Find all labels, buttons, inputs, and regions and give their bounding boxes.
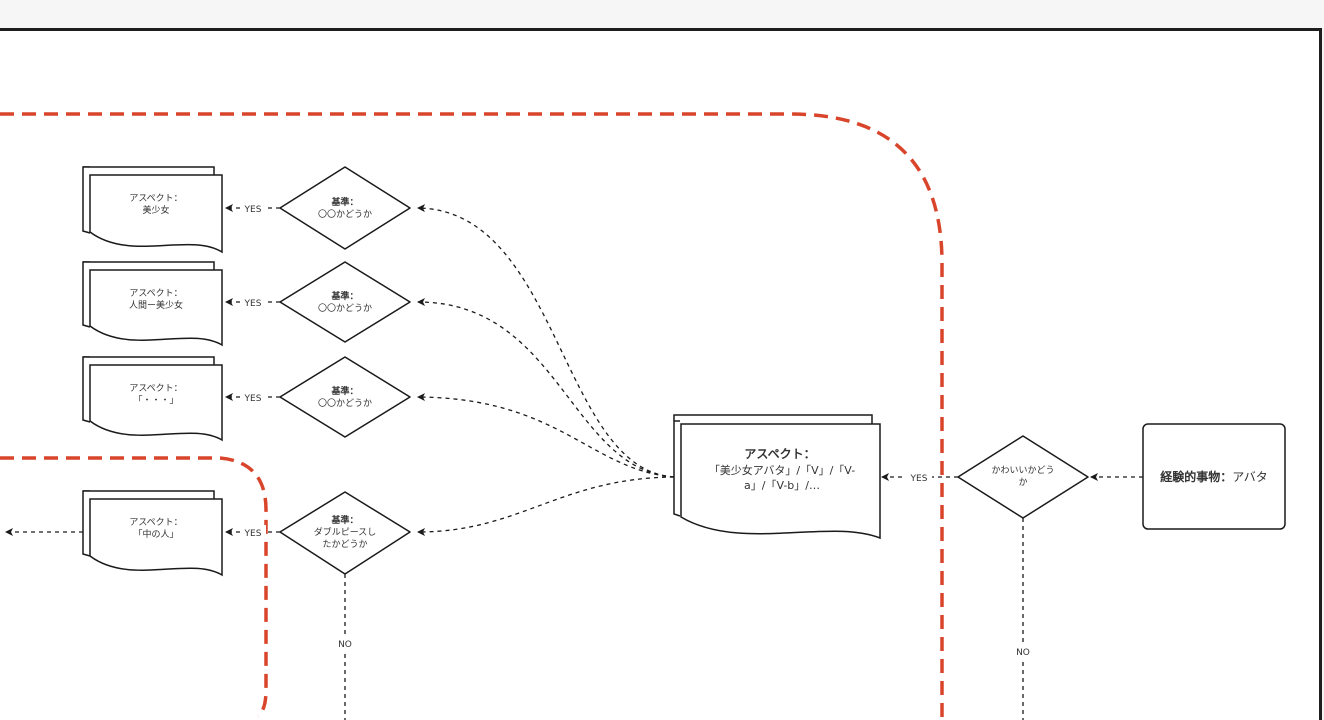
aspect-title: アスペクト： [129,517,182,528]
yes-label-main: YES [910,474,928,484]
aspect-document-2[interactable]: アスペクト： 人間ー美少女 [82,261,223,347]
aspect-main-document[interactable]: アスペクト： 「美少女アバタ」/「V」/「V- a」/「V-b」/… [673,414,881,540]
yes-arrows [225,204,280,536]
aspect-title: アスペクト： [129,193,182,204]
criterion-line1: ダブルピースし [314,526,377,538]
outer-boundary [0,112,944,720]
criterion-title: 基準： [330,290,358,302]
no-label-kawaii: NO [1016,648,1030,658]
top-bar [0,0,1324,28]
criterion-line1: 〇〇かどうか [318,209,372,220]
criterion-decision-3[interactable]: 基準： 〇〇かどうか [279,356,411,438]
yes-label-2: YES [244,299,262,309]
aspect-document-4[interactable]: アスペクト： 「中の人」 [82,490,223,577]
yes-label-4: YES [244,529,262,539]
aspect-main-line2: a」/「V-b」/… [744,479,820,492]
yes-label-3: YES [244,394,262,404]
aspect-title: アスペクト： [129,383,182,394]
aspect-title: アスペクト： [129,288,182,299]
svg-text:経験的事物：アバタ: 経験的事物：アバタ [1160,469,1268,484]
inner-boundary [0,456,268,718]
criterion-decision-4[interactable]: 基準： ダブルピースし たかどうか [279,491,411,575]
criterion-line2: たかどうか [322,539,367,550]
experience-box[interactable]: 経験的事物：アバタ [1142,423,1286,530]
experience-label-value: アバタ [1232,470,1268,484]
aspect-main-line1: 「美少女アバタ」/「V」/「V- [709,463,855,477]
aspect-value: 人間ー美少女 [129,299,183,311]
no-label-criterion: NO [338,640,352,650]
aspect-document-3[interactable]: アスペクト： 「・・・」 [82,356,223,442]
aspect-value: 「・・・」 [133,395,178,406]
criterion-decision-2[interactable]: 基準： 〇〇かどうか [279,261,411,343]
aspect-to-criteria-curves [417,204,675,536]
criterion-decision-1[interactable]: 基準： 〇〇かどうか [279,166,411,250]
aspect-document-1[interactable]: アスペクト： 美少女 [82,166,223,254]
criterion-title: 基準： [330,385,358,397]
yes-label-1: YES [244,205,262,215]
kawaii-decision[interactable]: かわいいかどう か [957,435,1089,519]
kawaii-line1: かわいいかどう [991,465,1054,476]
aspect-main-title: アスペクト： [744,447,815,461]
criterion-title: 基準： [330,196,358,208]
experience-label-bold: 経験的事物： [1160,469,1232,484]
aspect-value: 美少女 [142,204,169,216]
kawaii-line2: か [1018,477,1027,488]
criterion-line1: 〇〇かどうか [318,303,372,314]
criterion-line1: 〇〇かどうか [318,398,372,409]
criterion-title: 基準： [330,514,358,526]
aspect-value: 「中の人」 [133,528,178,540]
